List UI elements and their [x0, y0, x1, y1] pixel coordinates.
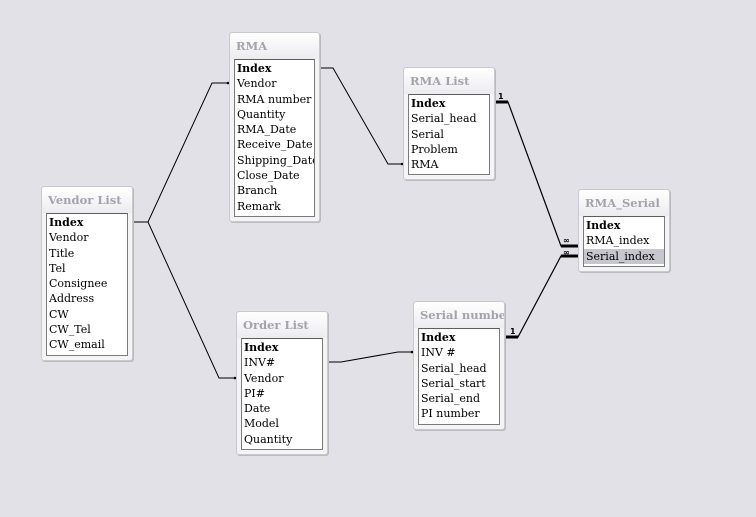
- field-item[interactable]: Vendor: [244, 371, 284, 385]
- field-item[interactable]: PI#: [244, 386, 265, 400]
- relationship-line: [131, 221, 236, 379]
- field-item[interactable]: Branch: [237, 184, 278, 198]
- connector-dot: [410, 350, 414, 354]
- field-item[interactable]: RMA number: [237, 92, 312, 106]
- field-item[interactable]: Title: [49, 246, 75, 260]
- field-item[interactable]: CW_email: [49, 338, 105, 352]
- field-item[interactable]: Vendor: [237, 77, 277, 91]
- field-item[interactable]: RMA_index: [586, 234, 650, 248]
- field-item[interactable]: Date: [244, 402, 271, 416]
- field-item[interactable]: RMA_Date: [237, 123, 297, 137]
- field-item[interactable]: Serial_head: [411, 112, 477, 126]
- field-item[interactable]: CW_Tel: [49, 323, 91, 337]
- field-item[interactable]: Consignee: [49, 277, 108, 291]
- cardinality-many-label: ∞: [563, 236, 570, 245]
- field-item[interactable]: Index: [237, 62, 272, 75]
- cardinality-one-label: 1: [510, 327, 516, 336]
- relationship-line: [493, 101, 578, 247]
- field-item[interactable]: INV#: [244, 356, 276, 370]
- field-item[interactable]: Shipping_Date: [237, 153, 314, 167]
- field-item[interactable]: Remark: [237, 199, 281, 213]
- field-item[interactable]: Serial: [411, 127, 444, 141]
- field-item[interactable]: Address: [49, 292, 95, 306]
- relationship-line: [326, 351, 413, 363]
- field-item[interactable]: Index: [411, 97, 446, 110]
- table-title[interactable]: RMA List: [404, 68, 494, 94]
- field-item[interactable]: Quantity: [237, 107, 286, 121]
- field-item[interactable]: Serial_head: [421, 361, 487, 375]
- field-item[interactable]: Vendor: [49, 231, 89, 245]
- field-item[interactable]: Index: [421, 331, 456, 344]
- field-item[interactable]: Receive_Date: [237, 138, 313, 152]
- field-item[interactable]: INV #: [421, 346, 456, 360]
- table-title[interactable]: RMA_Serial: [579, 190, 669, 216]
- table-title[interactable]: Vendor List: [42, 187, 132, 213]
- field-item[interactable]: Index: [49, 216, 84, 229]
- field-item[interactable]: PI number: [421, 407, 480, 421]
- cardinality-one-label: 1: [498, 92, 504, 101]
- connector-dot: [233, 376, 237, 380]
- field-item[interactable]: CW: [49, 307, 69, 321]
- field-item[interactable]: Close_Date: [237, 169, 300, 183]
- table-title[interactable]: Serial number: [414, 302, 504, 328]
- field-item[interactable]: Tel: [49, 261, 66, 275]
- field-item[interactable]: Index: [586, 219, 621, 232]
- table-title[interactable]: RMA: [230, 33, 319, 59]
- field-item[interactable]: Model: [244, 417, 279, 431]
- field-item[interactable]: Serial_end: [421, 392, 481, 406]
- field-item[interactable]: RMA: [411, 158, 439, 172]
- field-item[interactable]: Quantity: [244, 432, 293, 446]
- field-item[interactable]: Problem: [411, 142, 458, 156]
- table-title[interactable]: Order List: [237, 312, 327, 338]
- field-item[interactable]: Serial_index: [584, 248, 664, 264]
- relationship-line: [503, 255, 578, 338]
- relationship-line: [131, 82, 229, 223]
- connector-dot: [400, 162, 404, 166]
- cardinality-many-label: ∞: [563, 248, 570, 257]
- field-item[interactable]: Serial_start: [421, 376, 486, 390]
- field-item[interactable]: Index: [244, 341, 279, 354]
- connector-dot: [226, 81, 230, 85]
- relationship-line: [318, 67, 403, 165]
